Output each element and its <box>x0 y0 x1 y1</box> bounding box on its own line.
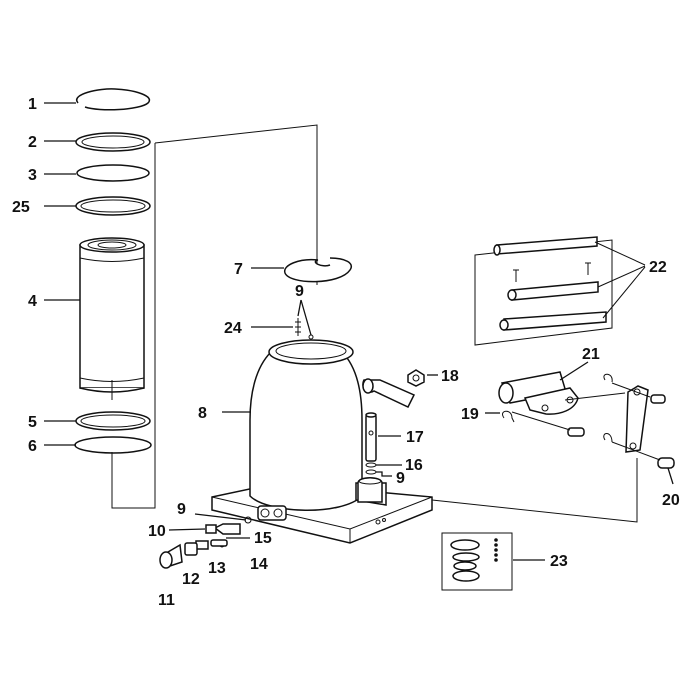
callout-1: 1 <box>28 96 37 113</box>
leader-22 <box>594 241 646 319</box>
callout-9-top: 9 <box>295 283 304 300</box>
leader-lines <box>44 102 674 561</box>
screw-11-head <box>159 551 173 569</box>
guide-line-left <box>111 124 318 509</box>
callout-20: 20 <box>662 492 680 509</box>
callout-3: 3 <box>28 167 37 184</box>
pin-14 <box>210 539 228 547</box>
release-port <box>257 505 287 521</box>
callout-9-pump: 9 <box>396 470 405 487</box>
callout-21: 21 <box>582 346 600 363</box>
ring-5-inner <box>80 414 146 428</box>
cylinder-4 <box>79 237 145 393</box>
callout-22: 22 <box>649 259 667 276</box>
callout-4: 4 <box>28 293 37 310</box>
callout-6: 6 <box>28 438 37 455</box>
filler-screw-24 <box>295 318 301 336</box>
oring-9-pump <box>365 469 377 475</box>
plug-13 <box>195 540 209 550</box>
jack-body-8 <box>211 339 433 544</box>
ram-assembly <box>74 88 152 454</box>
callout-12: 12 <box>182 571 200 588</box>
callout-14: 14 <box>250 556 268 573</box>
pump-plunger-17 <box>365 412 377 462</box>
callout-25: 25 <box>12 199 30 216</box>
valve-body-10 <box>213 523 241 535</box>
pump-housing <box>355 477 387 506</box>
snap-ring-1 <box>75 88 151 111</box>
callout-13: 13 <box>208 560 226 577</box>
leader-21 <box>559 361 589 381</box>
handle-sleeves-22 <box>493 236 607 331</box>
valve-tip <box>205 524 217 534</box>
snap-ring-7 <box>284 257 352 283</box>
reservoir-shell <box>249 351 363 511</box>
callout-24: 24 <box>224 320 242 337</box>
seal-kit-23 <box>441 532 513 591</box>
callout-23: 23 <box>550 553 568 570</box>
ring-25-inner <box>80 199 146 213</box>
callout-11: 11 <box>158 592 175 609</box>
ring-2-inner <box>81 135 145 149</box>
nut-12 <box>184 542 198 556</box>
seal-16 <box>365 462 377 468</box>
ring-6 <box>74 436 152 454</box>
callout-labels: 1 2 3 25 4 5 6 7 9 24 8 18 17 16 9 9 10 … <box>12 96 680 609</box>
callout-15: 15 <box>254 530 272 547</box>
callout-19: 19 <box>461 406 479 423</box>
callout-2: 2 <box>28 134 37 151</box>
callout-18: 18 <box>441 368 459 385</box>
callout-16: 16 <box>405 457 423 474</box>
callout-9-valve: 9 <box>177 501 186 518</box>
ring-3 <box>76 164 150 182</box>
handle-assembly-21 <box>498 371 675 469</box>
callout-5: 5 <box>28 414 37 431</box>
oring-9-top <box>308 334 314 340</box>
handle-socket-18 <box>362 369 425 408</box>
callout-8: 8 <box>198 405 207 422</box>
callout-17: 17 <box>406 429 424 446</box>
guide-line-right <box>431 382 661 523</box>
callout-7: 7 <box>234 261 243 278</box>
callout-10: 10 <box>148 523 166 540</box>
release-valve-assembly <box>159 516 252 569</box>
